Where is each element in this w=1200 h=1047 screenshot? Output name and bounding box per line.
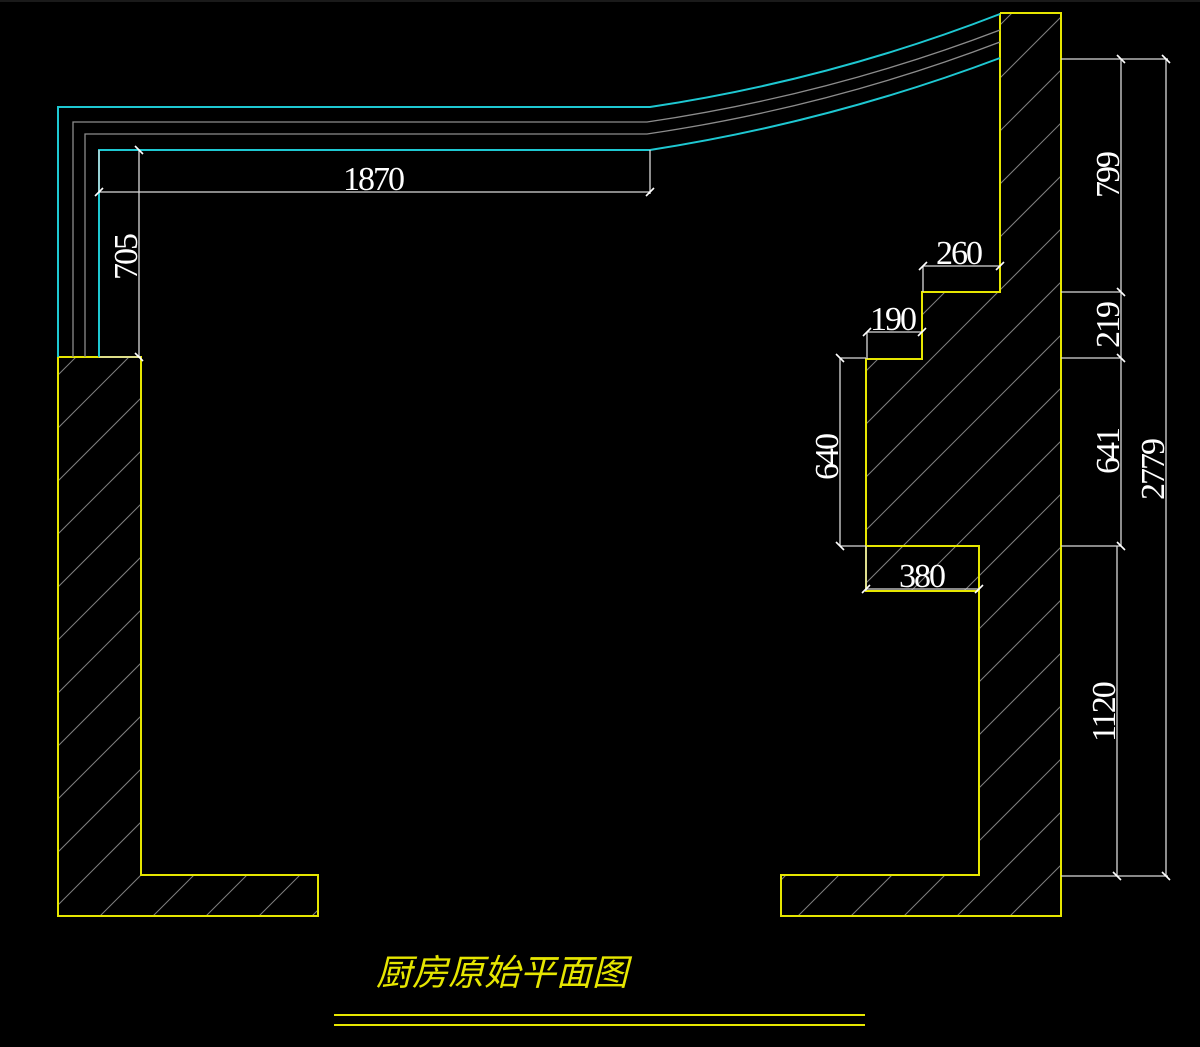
hatch-line: [58, 357, 147, 916]
hatch-line: [828, 340, 1200, 930]
dimension-step-lower: 190: [862, 301, 927, 359]
window-gray-line-1: [72, 29, 1001, 357]
right-wall-hatch: [0, 0, 1061, 930]
dimension-label-799: 799: [1090, 152, 1127, 198]
dimension-left-window-depth: 705: [99, 145, 145, 362]
hatch-line: [457, 340, 1047, 930]
window-outer-line: [57, 13, 1001, 357]
left-wall: [57, 356, 319, 917]
hatch-line: [58, 357, 318, 916]
hatch-line: [404, 340, 994, 930]
window: [57, 13, 1001, 357]
hatch-line: [775, 340, 1200, 930]
dimension-label-190: 190: [870, 301, 916, 338]
hatch-line: [781, 13, 1061, 916]
hatch-line: [58, 357, 94, 916]
dimension-step-upper: 260: [918, 235, 1005, 292]
right-wall-recess-edge: [866, 545, 980, 591]
hatch-line: [58, 357, 318, 916]
hatch-line: [781, 13, 920, 916]
hatch-line: [781, 13, 1061, 916]
hatch-line: [781, 13, 1061, 916]
top-bar: [0, 0, 1200, 2]
hatch-line: [781, 13, 1061, 916]
hatch-line: [781, 13, 1061, 916]
hatch-line: [781, 13, 867, 916]
hatch-line: [781, 13, 1061, 916]
hatch-line: [722, 340, 1200, 930]
hatch-line: [58, 357, 318, 916]
hatch-line: [138, 357, 318, 916]
drawing-title-block: 厨房原始平面图: [334, 953, 865, 1026]
dimension-label-641: 641: [1090, 429, 1127, 474]
hatch-line: [889, 13, 1061, 916]
dimension-label-219: 219: [1090, 302, 1127, 348]
drawing-title: 厨房原始平面图: [376, 953, 633, 994]
dimension-label-2779: 2779: [1135, 439, 1172, 500]
hatch-line: [58, 357, 306, 916]
dimension-right-chain: 799 219 641 1120 2779: [1061, 54, 1172, 881]
hatch-line: [781, 13, 814, 916]
dimension-window-width: 1870: [94, 150, 655, 198]
window-gray-line-2: [84, 41, 1001, 357]
dimension-recess-bottom: 380: [861, 546, 984, 595]
dimension-label-260: 260: [936, 235, 982, 272]
hatch-line: [563, 340, 1153, 930]
hatch-line: [0, 0, 760, 930]
dimension-recess-height: 640: [809, 353, 866, 551]
hatch-line: [836, 13, 1061, 916]
hatch-line: [0, 340, 40, 930]
hatch-line: [781, 13, 1061, 916]
hatch-line: [297, 357, 318, 916]
hatch-line: [510, 340, 1100, 930]
hatch-line: [881, 340, 1200, 930]
hatch-line: [58, 357, 253, 916]
dimension-label-705: 705: [108, 234, 145, 280]
hatch-line: [244, 357, 318, 916]
hatch-line: [58, 357, 318, 916]
hatch-line: [58, 357, 318, 916]
hatch-line: [85, 357, 318, 916]
window-inner-line: [98, 57, 1001, 357]
dimension-label-1120: 1120: [1086, 682, 1123, 742]
hatch-line: [781, 13, 1061, 916]
hatch-line: [191, 357, 318, 916]
dimension-label-1870: 1870: [343, 161, 404, 198]
hatch-line: [351, 340, 941, 930]
hatch-line: [781, 13, 1061, 916]
hatch-line: [58, 357, 318, 916]
hatch-line: [58, 357, 200, 916]
hatch-line: [781, 13, 1061, 916]
dimension-label-380: 380: [899, 558, 945, 595]
dimension-label-640: 640: [809, 434, 846, 480]
hatch-line: [781, 13, 1026, 916]
hatch-line: [616, 340, 1200, 930]
